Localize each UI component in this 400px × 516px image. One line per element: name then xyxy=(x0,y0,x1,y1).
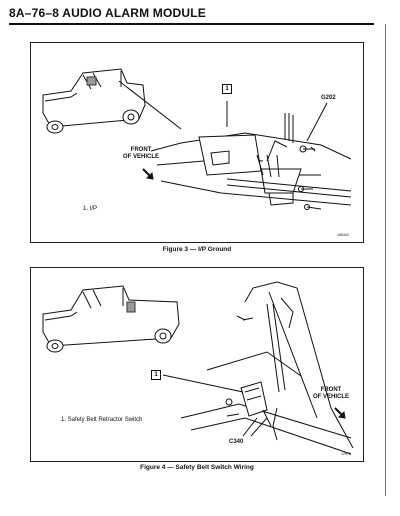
page-header-title: 8A–76–8 AUDIO ALARM MODULE xyxy=(9,6,207,20)
figure-3-callout-1: 1 xyxy=(222,84,232,94)
figure-4-code: 12978 xyxy=(341,452,351,456)
figure-3-illustration xyxy=(42,68,352,210)
figure-3-label-front: FRONT OF VEHICLE xyxy=(123,147,160,160)
figure-3-panel: 1 G202 FRONT OF VEHICLE 1. I/P 185440 xyxy=(30,42,364,243)
figure-4-label-c340: C340 xyxy=(229,439,244,445)
figure-4-caption: Figure 4 — Safety Belt Switch Wiring xyxy=(140,464,254,471)
figure-4-label-front: FRONT OF VEHICLE xyxy=(313,387,350,400)
figure-4-illustration xyxy=(42,281,354,455)
page-edge-line xyxy=(385,24,386,496)
figure-4-legend: 1. Safety Belt Retractor Switch xyxy=(61,417,143,423)
figure-4-callout-1: 1 xyxy=(151,370,161,380)
figure-4-panel: 1 FRONT OF VEHICLE C340 1. Safety Belt R… xyxy=(30,267,364,462)
figure-3-caption: Figure 3 — I/P Ground xyxy=(162,246,232,253)
figure-3-label-g202: G202 xyxy=(321,95,336,101)
figure-3-code: 185440 xyxy=(337,233,349,237)
figure-3-legend: 1. I/P xyxy=(83,206,98,212)
header-rule xyxy=(9,23,374,25)
